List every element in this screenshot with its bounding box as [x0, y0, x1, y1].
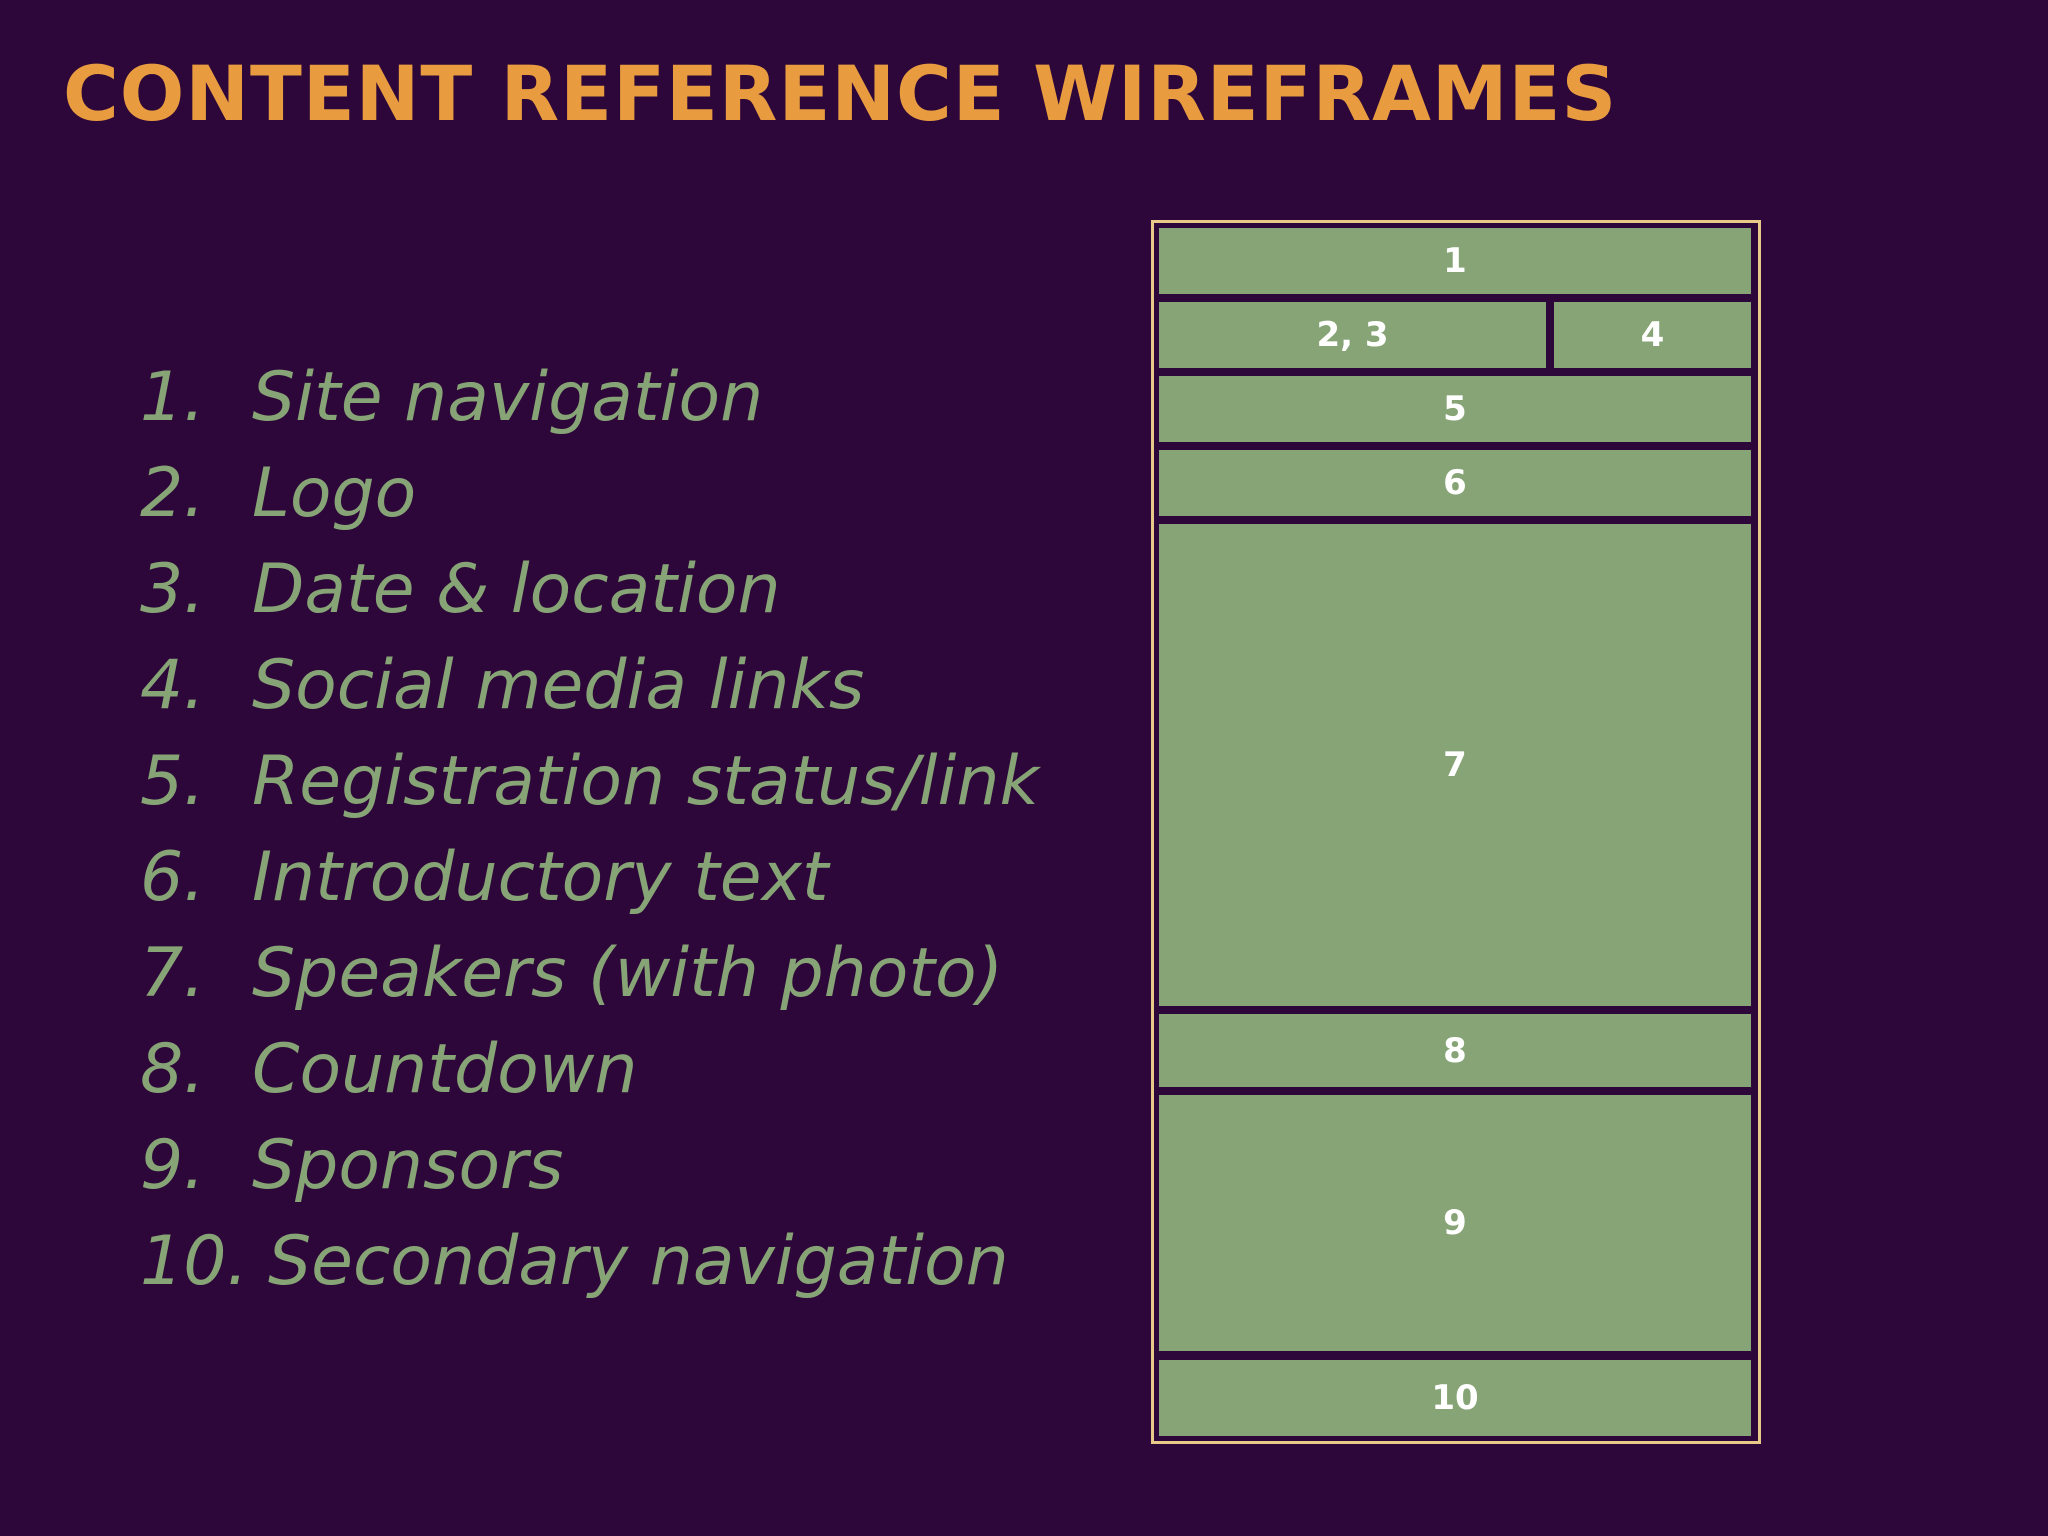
- page-title: CONTENT REFERENCE WIREFRAMES: [63, 49, 1618, 138]
- legend-label: Date & location: [252, 550, 781, 629]
- legend-number: 7.: [140, 934, 205, 1013]
- legend-item: 8. Countdown: [140, 1030, 1039, 1126]
- legend-label: Sponsors: [252, 1126, 564, 1205]
- legend-number: 6.: [140, 838, 205, 917]
- legend-number: 3.: [140, 550, 205, 629]
- wireframe-block-registration: 5: [1159, 376, 1751, 442]
- legend-label: Speakers (with photo): [252, 934, 1004, 1013]
- wireframe-block-sponsors: 9: [1159, 1095, 1751, 1351]
- legend-item: 4. Social media links: [140, 646, 1039, 742]
- wireframe-block-secondary-navigation: 10: [1159, 1360, 1751, 1436]
- legend-item: 2. Logo: [140, 454, 1039, 550]
- legend-number: 5.: [140, 742, 205, 821]
- wireframe-legend-list: 1. Site navigation 2. Logo 3. Date & locati…: [140, 358, 1039, 1318]
- legend-item: 6. Introductory text: [140, 838, 1039, 934]
- legend-number: 2.: [140, 454, 205, 533]
- legend-item: 3. Date & location: [140, 550, 1039, 646]
- legend-label: Site navigation: [252, 358, 764, 437]
- wireframe-block-logo-date-location: 2, 3: [1159, 302, 1546, 368]
- wireframe-block-site-navigation: 1: [1159, 228, 1751, 294]
- legend-item: 5. Registration status/link: [140, 742, 1039, 838]
- legend-label: Logo: [252, 454, 417, 533]
- wireframe-block-introductory-text: 6: [1159, 450, 1751, 516]
- legend-label: Countdown: [252, 1030, 638, 1109]
- legend-item: 1. Site navigation: [140, 358, 1039, 454]
- wireframe-frame: 1 2, 3 4 5 6 7 8 9 10: [1151, 220, 1761, 1444]
- legend-label: Introductory text: [252, 838, 829, 917]
- legend-item: 10.Secondary navigation: [140, 1222, 1039, 1318]
- legend-label: Secondary navigation: [268, 1222, 1009, 1301]
- legend-item: 7. Speakers (with photo): [140, 934, 1039, 1030]
- wireframe-block-speakers: 7: [1159, 524, 1751, 1006]
- legend-label: Registration status/link: [252, 742, 1039, 821]
- legend-number: 9.: [140, 1126, 205, 1205]
- legend-number: 8.: [140, 1030, 205, 1109]
- legend-number: 4.: [140, 646, 205, 725]
- wireframe-block-countdown: 8: [1159, 1014, 1751, 1087]
- legend-item: 9. Sponsors: [140, 1126, 1039, 1222]
- legend-number: 10.: [140, 1222, 249, 1301]
- legend-label: Social media links: [252, 646, 865, 725]
- wireframe-block-social-media-links: 4: [1554, 302, 1751, 368]
- legend-number: 1.: [140, 358, 205, 437]
